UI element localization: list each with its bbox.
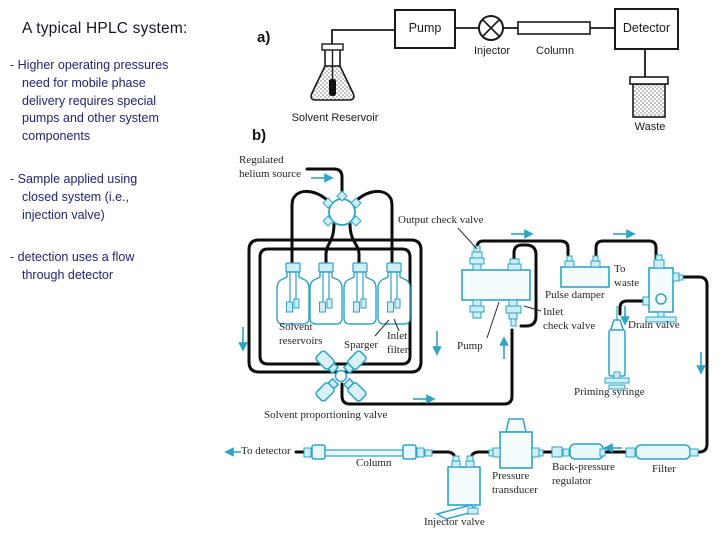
back-pressure-regulator-label: Back-pressure regulator <box>552 461 615 487</box>
column-a-label: Column <box>536 45 574 57</box>
tube-helium-bottle2 <box>324 222 336 265</box>
solvent-flask-icon <box>310 43 355 101</box>
diagram-b-tubing <box>247 167 709 464</box>
helium-manifold-icon <box>322 190 362 227</box>
flow-line-reservoir-pump <box>331 29 396 46</box>
back-pressure-regulator-icon <box>551 443 606 460</box>
injector-valve-icon <box>478 15 504 41</box>
tube-damper-to-drain <box>594 239 658 262</box>
injector-valve-label: Injector valve <box>424 516 485 528</box>
arrow-pump-inlet-up <box>499 336 509 359</box>
tube-helium-bottle4 <box>352 190 394 265</box>
pressure-transducer-label: Pressure transducer <box>492 470 538 496</box>
priming-syringe-icon <box>604 306 630 390</box>
pump-b-icon <box>461 245 531 327</box>
waste-label: Waste <box>634 121 666 133</box>
detector-a-label: Detector <box>622 21 671 35</box>
priming-syringe-label: Priming syringe <box>574 386 645 398</box>
tube-outer-loop <box>247 238 423 374</box>
pulse-damper-label: Pulse damper <box>545 289 605 301</box>
sparger-label: Sparger <box>344 339 379 351</box>
pump-b-label: Pump <box>457 340 483 352</box>
column-b-icon <box>303 444 433 460</box>
solvent-reservoirs-label: Solvent reservoirs <box>279 321 323 347</box>
pulse-damper-icon <box>560 255 610 288</box>
diagram-a-art <box>310 8 679 118</box>
tube-drain-to-filter <box>671 275 709 454</box>
bullet-detection: - detection uses a flow through detector <box>10 250 135 282</box>
arrow-syringe-down <box>620 306 630 326</box>
pump-a-label: Pump <box>408 21 442 35</box>
proportioning-valve-label: Solvent proportioning valve <box>264 409 388 421</box>
column-b-label: Column <box>356 457 392 469</box>
leader-inlet-filter <box>393 318 400 332</box>
inlet-filter-label: Inlet filter <box>387 330 409 356</box>
arrow-damper-out-right <box>613 229 636 239</box>
slide-title: A typical HPLC system: <box>22 20 188 37</box>
helium-source-label: Regulated helium source <box>239 154 302 180</box>
arrow-valve-out-right <box>413 394 436 404</box>
leader-inlet-check-valve <box>523 305 542 312</box>
solvent-reservoir-label: Solvent Reservoir <box>291 112 379 124</box>
solvent-bottles-icon <box>276 262 411 325</box>
arrow-right-wall-down <box>432 331 442 356</box>
pump-box <box>394 9 456 49</box>
diagram-b-label: b) <box>252 127 267 144</box>
label-leaders <box>374 227 542 339</box>
tube-helium-in <box>305 167 344 199</box>
waste-beaker-icon <box>629 76 669 118</box>
tube-inner-loop <box>258 247 412 366</box>
to-waste-label: To waste <box>614 263 640 289</box>
inlet-check-valve-label: Inlet check valve <box>543 306 596 332</box>
injector-valve-b-icon <box>435 455 481 520</box>
tube-helium-bottle3 <box>348 222 361 265</box>
tube-pump-bypass-loop <box>512 243 538 328</box>
arrow-left-wall-down <box>238 327 248 352</box>
arrow-to-detector-left <box>224 447 241 457</box>
leader-pump <box>486 301 500 339</box>
arrow-pump-out-right <box>511 229 534 239</box>
leader-sparger <box>374 319 390 337</box>
detector-box <box>614 8 679 50</box>
arrow-filter-left <box>603 443 622 453</box>
tube-helium-bottle1 <box>290 190 332 265</box>
tube-valve-to-pump <box>340 328 514 406</box>
arrow-helium-right <box>311 173 334 183</box>
diagram-b-components <box>276 190 699 520</box>
column-tube <box>517 21 591 35</box>
to-detector-label: To detector <box>241 445 291 457</box>
bullet-sample: - Sample applied using closed system (i.… <box>10 172 138 222</box>
tube-pump-to-damper <box>475 239 570 262</box>
tube-drain-to-syringe <box>618 299 650 316</box>
proportioning-valve-icon <box>315 350 367 402</box>
pressure-transducer-icon <box>488 418 544 469</box>
arrow-right-line-down <box>696 352 706 375</box>
injector-a-label: Injector <box>473 45 511 57</box>
output-check-valve-label: Output check valve <box>398 214 484 226</box>
diagram-a-label: a) <box>257 29 271 46</box>
leader-output-check-valve <box>457 227 478 250</box>
filter-icon <box>625 444 699 460</box>
bullet-pressures: - Higher operating pressures need for mo… <box>10 58 169 144</box>
flow-arrows <box>224 173 706 457</box>
drain-valve-label: Drain valve <box>628 319 680 331</box>
drain-valve-icon <box>642 254 684 323</box>
filter-label: Filter <box>652 463 676 475</box>
